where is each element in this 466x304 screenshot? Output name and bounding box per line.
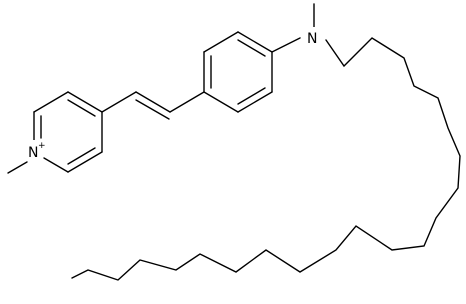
ring-bond — [67, 151, 103, 173]
ring-inner-double-bond — [237, 87, 266, 105]
amine-nitrogen: N — [307, 31, 317, 47]
ring-bond — [33, 91, 69, 113]
ring-bond — [203, 91, 239, 113]
ring-bond — [237, 31, 273, 53]
ring-bond — [43, 157, 69, 173]
ring-inner-double-bond — [67, 147, 96, 165]
ring-inner-double-bond — [237, 39, 266, 57]
vinyl-bond — [101, 91, 137, 113]
amine-nitrogen-label: N — [305, 27, 321, 47]
vinyl-linker — [101, 91, 205, 120]
aryl-amine-bond — [271, 37, 301, 53]
positive-charge: + — [38, 141, 46, 151]
pyridinium-ring — [33, 91, 103, 173]
ring-bond — [67, 91, 103, 113]
vinyl-double-bond-inner — [135, 99, 170, 120]
vinyl-bond — [169, 91, 205, 113]
ring-bond — [237, 91, 273, 113]
n-methyl-bond — [7, 161, 28, 174]
ring-inner-double-bond — [67, 99, 96, 117]
pyridinium-nitrogen-label: N + — [26, 140, 46, 161]
benzene-ring — [203, 31, 273, 113]
pyridinium-nitrogen: N — [28, 145, 38, 161]
alkyl-chain — [71, 37, 461, 281]
ring-bond — [203, 31, 239, 53]
vinyl-double-bond — [135, 91, 171, 113]
